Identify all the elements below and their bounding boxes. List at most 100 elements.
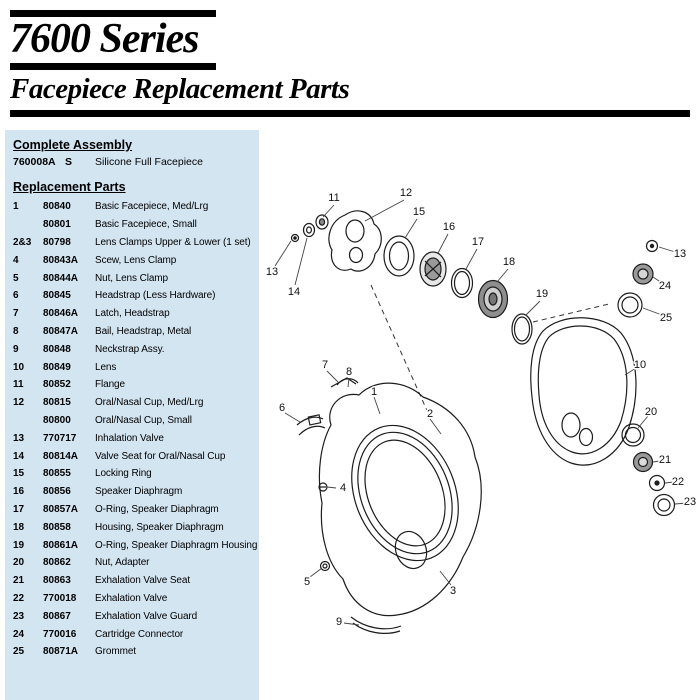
part-number: 80847A [43,325,79,337]
part-description: Valve Seat for Oral/Nasal Cup [95,450,226,462]
callout-7: 7 [322,359,328,371]
part-number: 80858 [43,521,71,533]
part-description: Lens [95,361,117,373]
item-number: 16 [13,486,25,498]
part-description: Cartridge Connector [95,628,184,640]
part-description: Basic Facepiece, Small [95,219,197,231]
part-number: 80857A [43,503,79,515]
callout-18: 18 [503,256,515,268]
part-row: 8 80847A Bail, Headstrap, Metal [13,323,255,341]
part-description: Oral/Nasal Cup, Small [95,414,192,426]
part-number: 770018 [43,592,77,604]
part-number: 770717 [43,432,77,444]
exhalation-valve-part [648,474,666,492]
item-number: 1 [13,201,19,213]
lens-part [530,317,637,466]
part-description: Exhalation Valve Guard [95,610,198,622]
inhalation-valve-right-part [645,239,659,253]
assembly-part-number: 760008A [13,156,56,168]
callout-13-right: 13 [674,248,686,260]
part-number: 770016 [43,628,77,640]
item-number: 15 [13,468,25,480]
oring-speaker-diaphragm-part [450,267,474,299]
callout-4: 4 [340,482,346,494]
grommet-part [617,292,643,318]
flange-part [328,210,382,272]
part-number: 80814A [43,450,79,462]
callout-16: 16 [443,221,455,233]
part-description: Exhalation Valve Seat [95,575,190,587]
part-description: Speaker Diaphragm [95,486,183,498]
item-number [13,412,43,430]
part-number: 80849 [43,361,71,373]
exploded-view-svg: 11 12 15 16 17 18 19 13 14 13 24 25 10 2… [264,186,698,634]
item-number: 14 [13,450,25,462]
nut-adapter-part [621,423,645,447]
part-description: Bail, Headstrap, Metal [95,325,192,337]
item-number: 12 [13,397,25,409]
part-number: 80844A [43,272,79,284]
item-number: 20 [13,557,25,569]
part-number: 80846A [43,308,79,320]
part-number: 80815 [43,397,71,409]
headstrap-bail-part [336,378,359,386]
callout-6: 6 [279,402,285,414]
callout-3: 3 [450,585,456,597]
inhalation-valve-part [290,214,329,243]
callout-17: 17 [472,236,484,248]
callout-13-left: 13 [266,266,278,278]
part-description: Housing, Speaker Diaphragm [95,521,224,533]
part-number: 80856 [43,486,71,498]
part-description: Locking Ring [95,468,152,480]
callout-2: 2 [427,408,433,420]
part-number: 80867 [43,610,71,622]
item-number: 18 [13,521,25,533]
page-header: 7600 Series Facepiece Replacement Parts [10,10,690,118]
complete-assembly-heading: Complete Assembly [13,138,133,152]
callout-8: 8 [346,366,352,378]
exhalation-valve-guard-part [652,493,676,517]
item-number: 24 [13,628,25,640]
headstrap-latch-part [330,377,357,388]
exploded-diagram: 11 12 15 16 17 18 19 13 14 13 24 25 10 2… [259,125,700,700]
callout-19: 19 [536,288,548,300]
title-rule-mid [10,62,216,70]
part-description: Headstrap (Less Hardware) [95,290,216,302]
item-number: 13 [13,432,25,444]
callout-1: 1 [371,386,377,398]
item-number: 10 [13,361,25,373]
callout-10: 10 [634,359,646,371]
item-number: 17 [13,503,25,515]
part-number: 80863 [43,575,71,587]
exhalation-valve-seat-part [632,451,654,473]
part-row: 18 80858 Housing, Speaker Diaphragm [13,518,255,536]
part-description: O-Ring, Speaker Diaphragm [95,503,219,515]
part-number: 80845 [43,290,71,302]
header-rule-bottom [10,110,690,118]
locking-ring-part [383,235,415,277]
item-number: 23 [13,610,25,622]
part-row: 23 80867 Exhalation Valve Guard [13,607,255,625]
lens-clamp-nut-part [319,560,331,572]
oring-housing-part [511,313,533,345]
part-row: 17 80857A O-Ring, Speaker Diaphragm [13,501,255,519]
callout-21: 21 [659,454,671,466]
item-number: 8 [13,325,19,337]
assembly-axis-line [370,284,430,416]
callout-labels: 11 12 15 16 17 18 19 13 14 13 24 25 10 2… [264,186,697,630]
item-number: 2&3 [13,236,32,248]
part-description: O-Ring, Speaker Diaphragm Housing [95,539,258,551]
item-number: 11 [13,379,24,391]
item-number: 22 [13,592,25,604]
